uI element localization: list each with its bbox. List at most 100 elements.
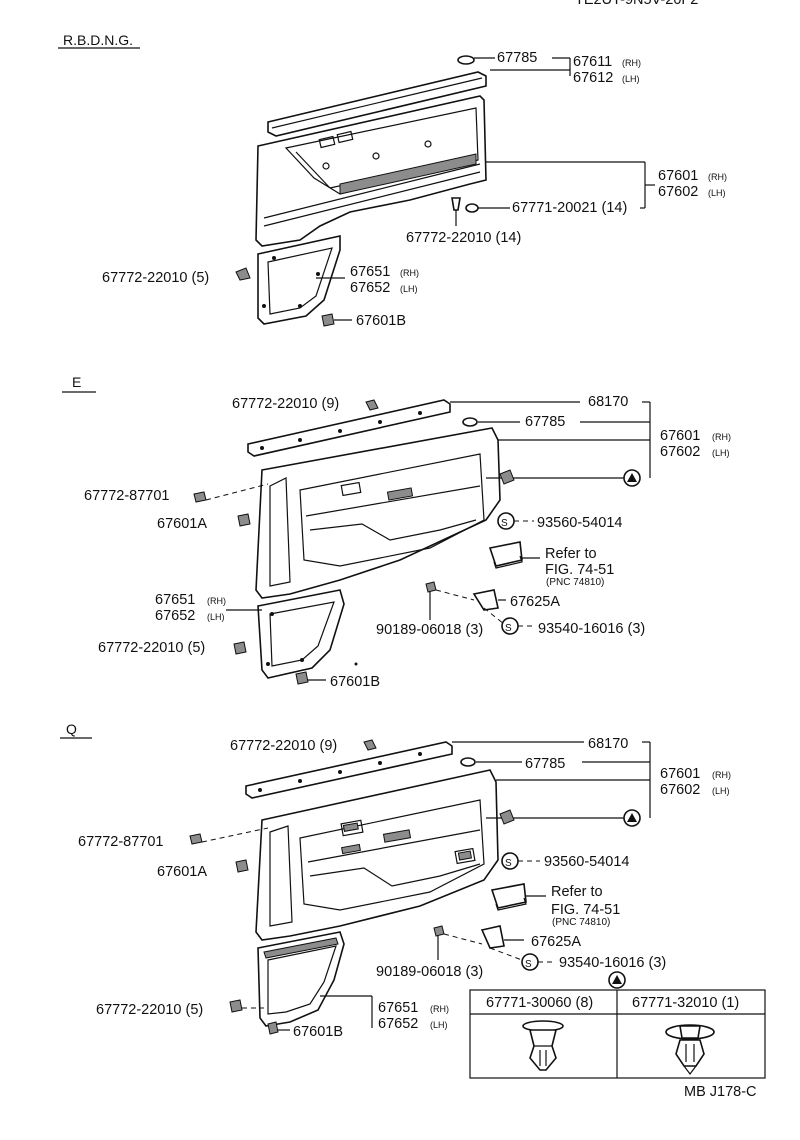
label-lower-rh: 67651	[350, 264, 390, 280]
suffix-rh: (RH)	[712, 770, 731, 780]
label-refer: Refer to	[551, 884, 603, 900]
label-scr3: 93540-16016 (3)	[559, 955, 666, 971]
nut-part	[425, 581, 437, 593]
label-panel-rh: 67601	[658, 168, 698, 184]
label-fig: FIG. 74-51	[551, 902, 620, 918]
legend-col1: 67771-30060 (8)	[486, 995, 593, 1011]
suffix-rh: (RH)	[207, 596, 226, 606]
label-panel-a: 67601A	[157, 864, 207, 880]
suffix-rh: (RH)	[622, 58, 641, 68]
clip-part	[457, 55, 475, 65]
label-pnc: (PNC 74810)	[552, 917, 610, 928]
suffix-lh: (LH)	[712, 448, 730, 458]
label-moulding-rh: 67611	[573, 54, 612, 70]
label-strip: 68170	[588, 736, 628, 752]
label-pnc: (PNC 74810)	[546, 577, 604, 588]
clip-part	[237, 513, 251, 527]
section-title-e: E	[72, 374, 81, 390]
nut-part	[433, 925, 445, 937]
s-symbol-letter: S	[505, 858, 512, 869]
suffix-lh: (LH)	[708, 188, 726, 198]
label-scr3: 93540-16016 (3)	[538, 621, 645, 637]
section-rbdng: R.B.D.N.G. 67785 67611 (RH) 67612 (LH)	[58, 32, 727, 329]
label-lower-rh: 67651	[378, 1000, 418, 1016]
label-panel-rh: 67601	[660, 766, 700, 782]
label-panel-lh: 67602	[658, 184, 698, 200]
label-screw-top: 67772-22010 (14)	[406, 230, 521, 246]
section-q: Q 67772-22010 (9) 68170 67785 67601 (RH)…	[60, 721, 731, 1040]
armrest-recess	[299, 799, 485, 911]
label-panel-a: 67601A	[157, 516, 207, 532]
label-cap: 93560-54014	[537, 515, 622, 531]
label-screw9: 67772-22010 (9)	[232, 396, 339, 412]
suffix-rh: (RH)	[430, 1004, 449, 1014]
s-symbol-letter: S	[525, 959, 532, 970]
label-screw-lower: 67772-22010 (5)	[98, 640, 205, 656]
label-refer: Refer to	[545, 546, 597, 562]
screw-part	[365, 399, 379, 411]
screw-part	[233, 641, 247, 655]
screw-part	[193, 491, 207, 503]
s-symbol-letter: S	[501, 518, 508, 529]
screw-part	[451, 197, 461, 211]
suffix-rh: (RH)	[708, 172, 727, 182]
label-lower-b: 67601B	[356, 313, 406, 329]
section-title-q: Q	[66, 721, 77, 737]
label-strip: 68170	[588, 394, 628, 410]
label-clip: 67785	[497, 50, 537, 66]
door-trim-panel	[255, 427, 501, 599]
label-clip: 67785	[525, 414, 565, 430]
label-clip2: 67771-20021 (14)	[512, 200, 627, 216]
screw-part	[235, 267, 251, 281]
clip-part	[460, 757, 476, 767]
section-e: E 67772-22010 (9) 68170 67785 67601 (RH)…	[62, 374, 731, 690]
label-lower-b: 67601B	[293, 1024, 343, 1040]
clip-illustration-1	[522, 1020, 564, 1071]
label-panel-lh: 67602	[660, 444, 700, 460]
label-lower-lh: 67652	[350, 280, 390, 296]
bracket-part	[480, 925, 505, 949]
suffix-lh: (LH)	[207, 612, 225, 622]
label-moulding-lh: 67612	[573, 70, 613, 86]
label-screw9: 67772-22010 (9)	[230, 738, 337, 754]
clip-part	[295, 671, 309, 685]
label-nut: 90189-06018 (3)	[376, 964, 483, 980]
label-clip: 67785	[525, 756, 565, 772]
clip-illustration-2	[665, 1024, 715, 1075]
switch-part	[488, 541, 523, 567]
label-panel-lh: 67602	[660, 782, 700, 798]
label-screw-lower: 67772-22010 (5)	[96, 1002, 203, 1018]
moulding-strip	[267, 71, 487, 137]
switch-part	[490, 883, 527, 909]
suffix-lh: (LH)	[622, 74, 640, 84]
suffix-lh: (LH)	[430, 1020, 448, 1030]
label-screw87: 67772-87701	[78, 834, 163, 850]
upper-strip	[247, 399, 451, 457]
lower-trim-panel	[257, 235, 341, 325]
door-trim-panel	[255, 95, 487, 247]
label-fig: FIG. 74-51	[545, 562, 614, 578]
section-title-rbdng: R.B.D.N.G.	[63, 32, 133, 48]
legend-col2: 67771-32010 (1)	[632, 995, 739, 1011]
clip-part	[465, 203, 479, 213]
screw-part	[229, 999, 243, 1013]
screw-part	[363, 739, 377, 751]
label-nut: 90189-06018 (3)	[376, 622, 483, 638]
label-panel-rh: 67601	[660, 428, 700, 444]
footer-ref: MB J178-C	[684, 1084, 757, 1100]
legend-table: 67771-30060 (8) 67771-32010 (1)	[469, 971, 766, 1079]
label-lower-lh: 67652	[378, 1016, 418, 1032]
clip-part	[267, 1021, 279, 1035]
clip-part	[462, 417, 478, 427]
label-screw87: 67772-87701	[84, 488, 169, 504]
screw-part	[499, 469, 515, 485]
label-bracket: 67625A	[531, 934, 581, 950]
s-symbol-letter: S	[505, 623, 512, 634]
suffix-rh: (RH)	[712, 432, 731, 442]
clip-part	[235, 859, 249, 873]
suffix-lh: (LH)	[712, 786, 730, 796]
door-trim-panel	[255, 769, 499, 941]
clip-part	[321, 313, 335, 327]
